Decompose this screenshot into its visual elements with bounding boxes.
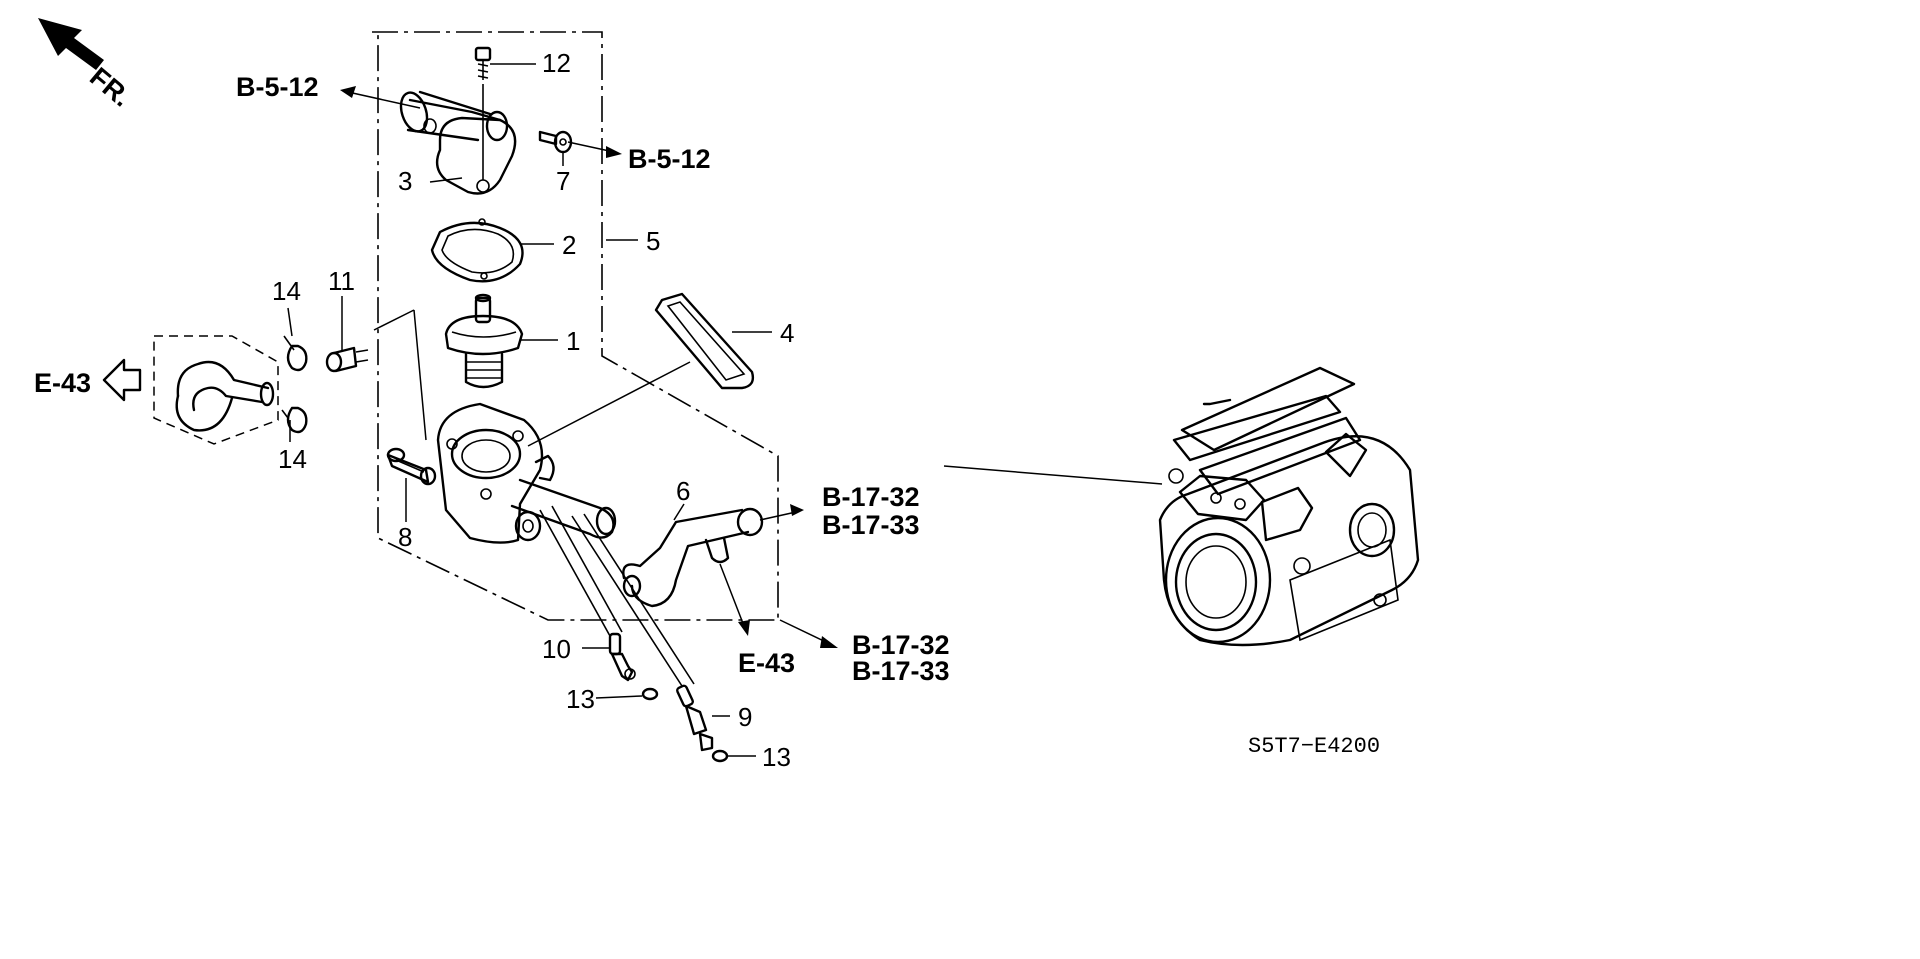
label-part-8: 8 xyxy=(398,522,412,552)
ref-e-43-left: E-43 xyxy=(34,368,91,398)
label-part-5: 5 xyxy=(646,226,660,256)
label-part-9: 9 xyxy=(738,702,752,732)
ref-b-17-33-lower: B-17-33 xyxy=(852,656,950,686)
ref-b-17-33-upper: B-17-33 xyxy=(822,510,920,540)
label-part-11: 11 xyxy=(328,266,355,296)
diagram-code: S5T7−E4200 xyxy=(1248,734,1380,759)
label-part-14-upper: 14 xyxy=(272,276,301,306)
label-part-4: 4 xyxy=(780,318,794,348)
label-part-1: 1 xyxy=(566,326,580,356)
label-part-13-upper: 13 xyxy=(566,684,595,714)
thermostat-1 xyxy=(444,293,524,389)
front-direction-arrow: FR. xyxy=(38,18,137,113)
engine-location-inset xyxy=(1158,366,1420,647)
ref-b-5-12-left: B-5-12 xyxy=(236,72,319,102)
leader-lines xyxy=(287,63,1163,757)
label-part-6: 6 xyxy=(676,476,690,506)
reference-arrows xyxy=(102,86,838,648)
gasket-4 xyxy=(654,292,755,390)
gasket-2 xyxy=(430,218,524,283)
water-pipe-6 xyxy=(622,507,764,608)
water-outlet-3 xyxy=(399,84,517,195)
bolt-11 xyxy=(325,346,369,373)
reference-labels: B-5-12 B-5-12 E-43 B-17-32 B-17-33 E-43 … xyxy=(34,72,950,686)
label-part-7: 7 xyxy=(556,166,570,196)
ref-e-43-bottom: E-43 xyxy=(738,648,795,678)
bleed-bolt-7 xyxy=(538,130,573,154)
front-direction-label: FR. xyxy=(84,62,137,113)
thermostat-assembly-boundary xyxy=(372,31,779,621)
ref-b-17-32-lower: B-17-32 xyxy=(852,630,950,660)
thermostat-housing xyxy=(436,402,617,544)
hose-assembly-14 xyxy=(153,335,308,445)
sensor-tube xyxy=(539,505,695,687)
washer-13a xyxy=(641,687,659,701)
part-number-labels: 12 3 7 2 5 1 4 6 8 10 13 9 13 14 14 11 xyxy=(272,48,794,772)
ref-b-17-32-upper: B-17-32 xyxy=(822,482,920,512)
label-part-14-lower: 14 xyxy=(278,444,307,474)
label-part-12: 12 xyxy=(542,48,571,78)
label-part-10: 10 xyxy=(542,634,571,664)
label-part-3: 3 xyxy=(398,166,412,196)
ref-b-5-12-right: B-5-12 xyxy=(628,144,711,174)
sensor-9 xyxy=(676,684,714,752)
washer-13b xyxy=(711,749,729,763)
label-part-2: 2 xyxy=(562,230,576,260)
sensor-10 xyxy=(608,632,636,682)
bolt-12 xyxy=(474,46,492,80)
stud-8 xyxy=(386,447,437,486)
label-part-13-lower: 13 xyxy=(762,742,791,772)
